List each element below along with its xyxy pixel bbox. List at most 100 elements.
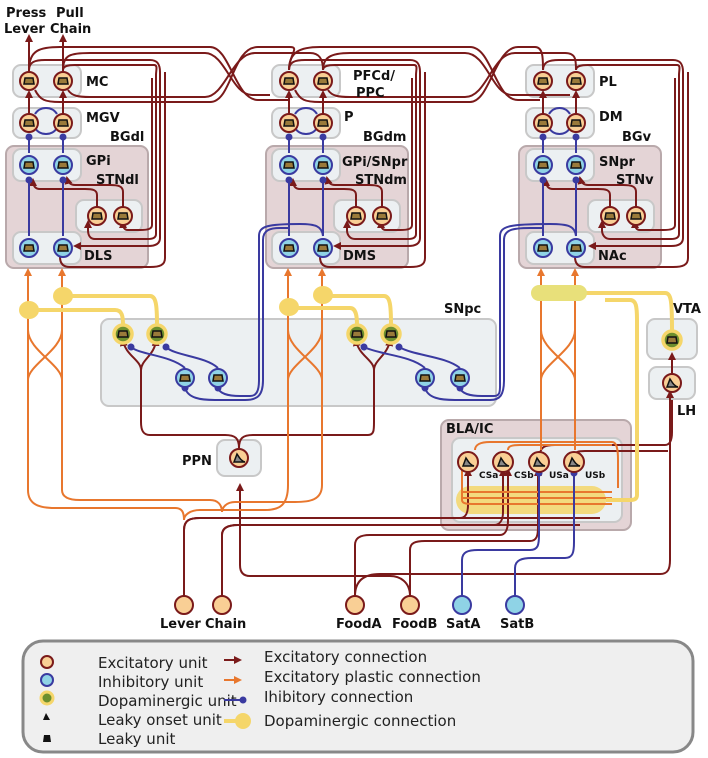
cortex-unit-2-0 bbox=[533, 71, 553, 91]
p-lateral-bottom bbox=[294, 127, 318, 135]
vta-label: VTA bbox=[673, 302, 701, 317]
leaky-unit-icon bbox=[604, 212, 616, 220]
output-press-label: Press bbox=[6, 6, 46, 21]
input-lever-label: Lever bbox=[160, 617, 201, 632]
snpc-da-unit-1 bbox=[146, 323, 168, 345]
stndm-label: STNdm bbox=[355, 173, 407, 188]
csb-label: CSb bbox=[514, 471, 534, 481]
stnv-snpr-2 bbox=[577, 176, 637, 210]
chain-csb bbox=[221, 468, 507, 536]
leaky-unit-icon bbox=[23, 244, 35, 252]
stndm-gpi-2 bbox=[324, 176, 383, 210]
snpc-dls-da-2 bbox=[65, 294, 159, 326]
gpi-unit-0-0 bbox=[19, 155, 39, 175]
ppn-unit bbox=[229, 448, 249, 468]
input-foodb-unit bbox=[400, 595, 420, 615]
input-satb-label: SatB bbox=[500, 617, 534, 632]
pfcd-label: PFCd/ bbox=[353, 69, 395, 84]
leaky-unit-icon bbox=[570, 77, 582, 85]
dls-label: DLS bbox=[84, 249, 112, 264]
legend-excitatory-unit: Excitatory unit bbox=[98, 654, 208, 672]
p-label: P bbox=[344, 110, 354, 125]
lever-plastic-collect bbox=[27, 489, 185, 521]
leaky-onset-icon bbox=[665, 377, 679, 388]
input-chain-unit bbox=[212, 595, 232, 615]
snpc-da-unit-2 bbox=[346, 323, 368, 345]
stn-unit-2-1 bbox=[626, 206, 646, 226]
mc-pfc-link-2 bbox=[62, 52, 270, 96]
pfc-dms-projection bbox=[288, 59, 421, 250]
snpc-inh-dl-2 bbox=[162, 343, 219, 369]
stndl-gpi-1 bbox=[29, 178, 98, 210]
gpi-unit-1-1 bbox=[313, 155, 333, 175]
pfc-stn-projection-2 bbox=[377, 78, 413, 231]
stndm-gpi-1 bbox=[289, 178, 357, 210]
legend-excitatory-connection: Excitatory connection bbox=[264, 648, 427, 666]
leaky-unit-icon bbox=[117, 330, 129, 338]
input-lever-unit bbox=[174, 595, 194, 615]
lh-label: LH bbox=[677, 404, 696, 419]
gpi-unit-1-0 bbox=[279, 155, 299, 175]
legend-dopaminergic-unit: Dopaminergic unit bbox=[98, 692, 237, 710]
snpc-inh-unit-1 bbox=[208, 368, 228, 388]
leaky-unit-icon bbox=[23, 161, 35, 169]
leaky-unit-icon bbox=[537, 77, 549, 85]
thalamus-unit-2-0 bbox=[533, 113, 553, 133]
input-sata-unit bbox=[452, 595, 472, 615]
snpr-label: SNpr bbox=[599, 155, 636, 170]
input-chain-unit-body bbox=[212, 595, 232, 615]
leaky-onset-icon bbox=[232, 452, 246, 463]
fooda-input bbox=[354, 468, 512, 596]
legend-excitatory-unit-icon bbox=[40, 655, 54, 669]
vta-unit bbox=[661, 329, 683, 351]
input-chain-label: Chain bbox=[205, 617, 246, 632]
legend-dopaminergic-unit-icon bbox=[39, 690, 55, 706]
mgv-lateral-top bbox=[34, 107, 58, 115]
cortex-unit-0-1 bbox=[53, 71, 73, 91]
food-lh-input bbox=[354, 390, 674, 597]
leaky-unit-icon bbox=[537, 244, 549, 252]
leaky-onset-icon bbox=[461, 456, 475, 467]
output-labels: Press Lever Pull Chain bbox=[4, 6, 91, 37]
gpi-label: GPi bbox=[86, 154, 111, 169]
leaky-unit-icon bbox=[57, 77, 69, 85]
legend-leaky-onset-icon bbox=[43, 713, 50, 720]
mc-label: MC bbox=[86, 75, 108, 90]
gpi-unit-2-1 bbox=[566, 155, 586, 175]
stnv-label: STNv bbox=[616, 173, 654, 188]
striatum-unit-0-0 bbox=[19, 238, 39, 258]
stndl-gpi-2 bbox=[64, 176, 124, 210]
ppn-snpc-dm bbox=[238, 338, 375, 449]
usa-label: USa bbox=[549, 471, 569, 481]
snpc-inh-dm-1 bbox=[360, 343, 426, 369]
stn-unit-0-0 bbox=[87, 206, 107, 226]
thalamus-unit-1-0 bbox=[279, 113, 299, 133]
bla-dopamine-area bbox=[456, 486, 606, 514]
chain-plastic-collect bbox=[61, 489, 223, 513]
dopaminergic-connections bbox=[30, 291, 674, 502]
dm-label: DM bbox=[599, 110, 623, 125]
striatum-unit-1-1 bbox=[313, 238, 333, 258]
pl-nac-projection-2 bbox=[574, 72, 689, 268]
dms-snpc-inh-1 bbox=[181, 227, 289, 401]
leaky-unit-icon bbox=[317, 161, 329, 169]
leaky-unit-icon bbox=[283, 244, 295, 252]
dm-lateral-top bbox=[548, 107, 571, 115]
input-foodb-unit-body bbox=[400, 595, 420, 615]
csa-label: CSa bbox=[479, 471, 498, 481]
leaky-onset-icon bbox=[567, 456, 581, 467]
mc-stn-projection bbox=[62, 64, 158, 240]
output-lever-label: Lever bbox=[4, 22, 45, 37]
pl-stn-projection-2 bbox=[631, 78, 676, 231]
leaky-unit-icon bbox=[317, 77, 329, 85]
leaky-unit-icon bbox=[317, 244, 329, 252]
leaky-unit-icon bbox=[317, 119, 329, 127]
pl-pfc-link-2 bbox=[327, 52, 577, 98]
gpi-snpr-label: GPi/SNpr bbox=[342, 155, 408, 170]
bgv-label: BGv bbox=[622, 130, 652, 145]
cortex-unit-2-1 bbox=[566, 71, 586, 91]
legend-leaky-onset-unit: Leaky onset unit bbox=[98, 711, 222, 729]
mc-dls-projection bbox=[28, 59, 161, 250]
stndl-label: STNdl bbox=[96, 173, 139, 188]
snpc-dls-da-1 bbox=[30, 308, 125, 326]
